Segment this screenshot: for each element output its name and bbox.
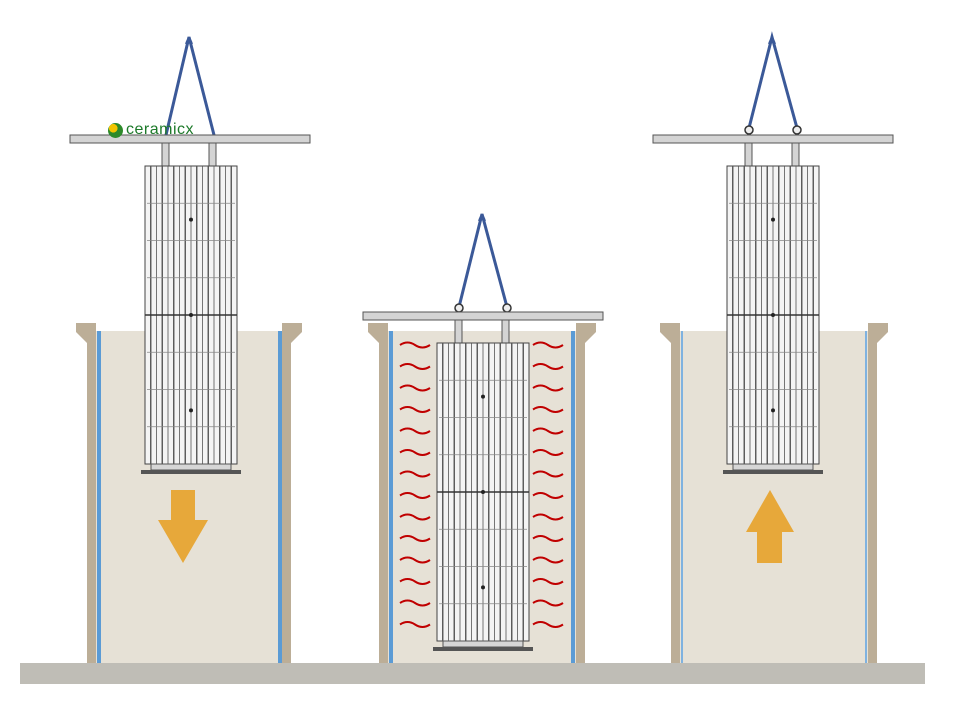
water-line-right [278, 331, 282, 663]
lifting-rope [457, 213, 509, 308]
water-line-left [681, 331, 683, 663]
ceramicx-logo: ceramicx [108, 120, 194, 140]
stage-lowering [69, 36, 311, 663]
hoist-frame [362, 213, 604, 651]
logo-text: ceramicx [126, 121, 195, 138]
lifting-beam [652, 134, 894, 144]
lifting-beam [362, 311, 604, 321]
lifting-rope [747, 31, 799, 129]
heat-waves-left [399, 341, 431, 628]
heater-basket [723, 165, 823, 474]
water-line-left [97, 331, 101, 663]
heater-basket [141, 165, 241, 474]
floor [20, 663, 925, 684]
stage-raising [652, 31, 894, 663]
down-arrow-icon [158, 490, 208, 563]
water-line-right [865, 331, 867, 663]
hoist-frame [69, 36, 311, 474]
water-line-left [389, 331, 393, 663]
stage-heating [362, 213, 604, 663]
water-line-right [571, 331, 575, 663]
hoist-frame [652, 31, 894, 474]
logo-mark-icon [108, 122, 123, 138]
lifting-beam [69, 134, 311, 144]
heat-waves-right [532, 341, 564, 628]
heater-basket [433, 342, 533, 651]
lifting-rope [164, 36, 216, 136]
up-arrow-icon [746, 490, 794, 563]
